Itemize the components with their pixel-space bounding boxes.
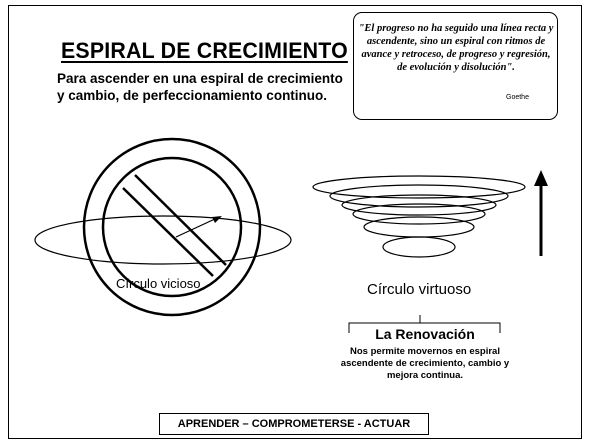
upward-arrow-head-icon [534,170,548,186]
vicious-circle-arrow [175,217,218,238]
quote-author: Goethe [506,94,529,101]
no-entry-circle [82,137,262,317]
slide-frame [8,5,582,439]
footer-box: APRENDER – COMPROMETERSE - ACTUAR [159,413,429,435]
vicious-circle-ellipse [34,215,292,265]
spiral-ring-6 [382,236,456,258]
subtitle: Para ascender en una espiral de crecimie… [57,71,343,103]
spiral-ring-3 [341,194,497,216]
virtuous-circle-label: Círculo virtuoso [367,281,472,298]
virtuous-spiral [312,175,526,258]
no-entry-slash-1 [122,187,214,277]
quote-box [353,12,558,120]
quote-text: "El progreso no ha seguido una línea rec… [358,23,554,73]
no-entry-inner-circle [101,156,243,298]
renovacion-text: Nos permite movernos en espiral ascenden… [340,346,510,381]
spiral-ring-5 [363,216,475,238]
page-title: ESPIRAL DE CRECIMIENTO [61,38,348,63]
no-entry-slash-2 [134,174,227,266]
vicious-circle-label: Círculo vicioso [116,276,201,291]
spiral-ring-2 [329,184,509,208]
renovacion-brace [348,315,501,333]
spiral-ring-4 [352,203,486,225]
arrow-head-icon [212,216,222,223]
spiral-ring-1 [312,175,526,199]
renovacion-title: La Renovación [375,326,475,342]
